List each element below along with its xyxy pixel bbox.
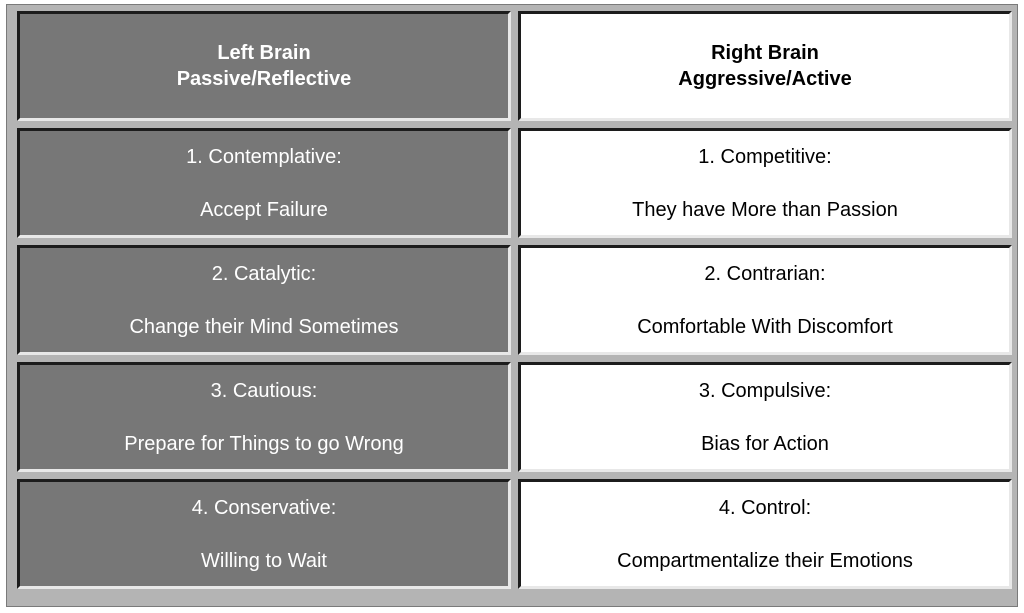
table-frame: Left Brain Passive/Reflective Right Brai…: [6, 4, 1018, 607]
right-cell: 4. Control: Compartmentalize their Emoti…: [518, 479, 1012, 589]
right-item-desc: They have More than Passion: [632, 198, 898, 221]
left-cell: 2. Catalytic: Change their Mind Sometime…: [17, 245, 511, 355]
left-item-desc: Prepare for Things to go Wrong: [124, 432, 404, 455]
right-cell: 2. Contrarian: Comfortable With Discomfo…: [518, 245, 1012, 355]
header-left-line1: Left Brain: [217, 42, 311, 64]
left-item-title: 1. Contemplative:: [186, 145, 342, 168]
table-row: 4. Conservative: Willing to Wait 4. Cont…: [17, 479, 1012, 589]
brain-comparison-table: Left Brain Passive/Reflective Right Brai…: [17, 11, 1012, 589]
left-item-title: 3. Cautious:: [210, 379, 318, 402]
right-item-title: 3. Compulsive:: [698, 379, 832, 402]
table-row: 1. Contemplative: Accept Failure 1. Comp…: [17, 128, 1012, 238]
header-right-line2: Aggressive/Active: [678, 68, 852, 90]
left-item-desc: Accept Failure: [200, 198, 328, 221]
right-cell: 3. Compulsive: Bias for Action: [518, 362, 1012, 472]
right-item-title: 1. Competitive:: [698, 145, 832, 168]
header-left-brain: Left Brain Passive/Reflective: [17, 11, 511, 121]
left-item-title: 2. Catalytic:: [211, 262, 317, 285]
right-item-title: 4. Control:: [718, 496, 812, 519]
left-cell: 3. Cautious: Prepare for Things to go Wr…: [17, 362, 511, 472]
right-item-desc: Compartmentalize their Emotions: [617, 549, 913, 572]
right-item-desc: Comfortable With Discomfort: [637, 315, 893, 338]
table-row: 3. Cautious: Prepare for Things to go Wr…: [17, 362, 1012, 472]
right-cell: 1. Competitive: They have More than Pass…: [518, 128, 1012, 238]
header-right-line1: Right Brain: [711, 42, 819, 64]
right-item-title: 2. Contrarian:: [704, 262, 826, 285]
header-row: Left Brain Passive/Reflective Right Brai…: [17, 11, 1012, 121]
table-row: 2. Catalytic: Change their Mind Sometime…: [17, 245, 1012, 355]
left-cell: 4. Conservative: Willing to Wait: [17, 479, 511, 589]
left-item-desc: Willing to Wait: [201, 549, 327, 572]
left-item-title: 4. Conservative:: [191, 496, 337, 519]
right-item-desc: Bias for Action: [701, 432, 829, 455]
left-cell: 1. Contemplative: Accept Failure: [17, 128, 511, 238]
header-left-line2: Passive/Reflective: [176, 68, 352, 90]
header-right-brain: Right Brain Aggressive/Active: [518, 11, 1012, 121]
left-item-desc: Change their Mind Sometimes: [129, 315, 399, 338]
